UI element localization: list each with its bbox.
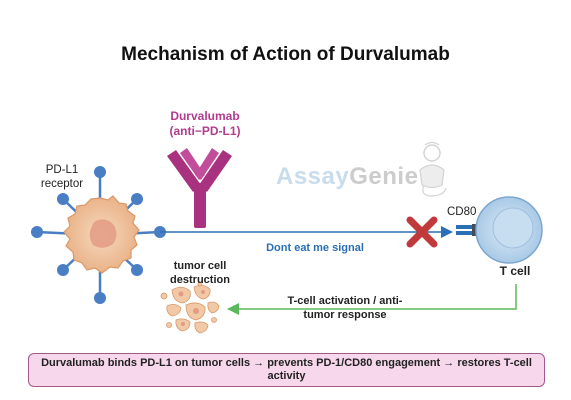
destruction-line2: destruction	[170, 274, 230, 286]
drug-name: Durvalumab	[170, 109, 240, 123]
pd-l1-knob	[131, 193, 143, 205]
pd-l1-receptor-label: PD-L1 receptor	[22, 163, 102, 191]
drug-label: Durvalumab (anti−PD-L1)	[150, 109, 260, 139]
page-title: Mechanism of Action of Durvalumab	[121, 44, 450, 65]
pd-l1-label-line1: PD-L1	[45, 164, 79, 176]
pd-l1-knob	[131, 264, 143, 276]
genie-logo-icon	[419, 141, 447, 197]
block-x-icon	[406, 216, 438, 248]
pd-l1-label-line2: receptor	[40, 178, 84, 190]
pd-l1-knob	[94, 292, 106, 304]
tumor-cell	[31, 166, 166, 304]
pd-l1-knob	[94, 166, 106, 178]
tumor-debris-icon	[160, 281, 220, 334]
activation-line1: T-cell activation / anti-	[287, 295, 403, 307]
tumor-destruction-label: tumor cell destruction	[150, 259, 250, 287]
response-arrow	[227, 284, 517, 315]
summary-text: Durvalumab binds PD-L1 on tumor cells → …	[41, 357, 532, 382]
activation-line2: tumor response	[303, 309, 387, 321]
cd80-label: CD80	[447, 206, 477, 218]
t-cell-label: T cell	[499, 264, 531, 278]
debris-fragments	[178, 290, 205, 326]
pd-l1-knob	[57, 264, 69, 276]
t-cell-icon	[475, 196, 543, 264]
pd-l1-knob	[57, 193, 69, 205]
destruction-line1: tumor cell	[173, 260, 227, 272]
summary-box: Durvalumab binds PD-L1 on tumor cells → …	[28, 353, 545, 387]
t-cell-activation-label: T-cell activation / anti- tumor response	[265, 294, 425, 322]
tumor-nucleus	[89, 219, 117, 248]
cd80-receptor-icon	[456, 224, 477, 236]
signal-label: Dont eat me signal	[266, 242, 364, 254]
logo-part-assay: Assay	[276, 163, 350, 190]
assaygenie-logo: AssayGenie	[276, 163, 418, 191]
drug-target: (anti−PD-L1)	[169, 124, 241, 138]
pd-l1-knob	[31, 226, 43, 238]
logo-part-genie: Genie	[349, 163, 419, 190]
antibody-icon	[167, 148, 232, 228]
